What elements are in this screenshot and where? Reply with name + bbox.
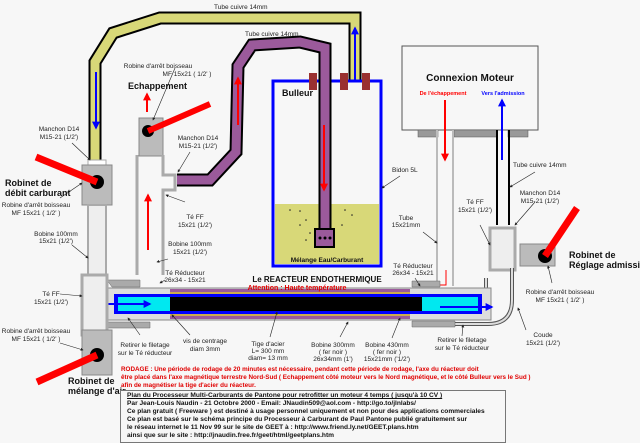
label-tube-right: Tube cuivre 14mm — [513, 162, 567, 169]
label-echappement: Echappement — [128, 81, 187, 91]
label-bobine-430-3: 15x21mm ('1/2') — [364, 356, 410, 363]
label-coude-spec: 15x21 (1/2') — [526, 340, 560, 347]
label-de-echappement: De l'échappement — [420, 91, 467, 97]
label-retirer-left: Retirer le filetage — [120, 342, 170, 349]
rodage-note-line-3: afin de magnétiser la tige d'acier du ré… — [121, 382, 256, 389]
label-robine-echap-spec: MF 15x21 ( 1/2' ) — [163, 71, 212, 78]
label-coude: Coude — [533, 332, 553, 339]
air-valve-handle[interactable] — [35, 351, 99, 386]
label-reacteur: Le REACTEUR ENDOTHERMIQUE — [252, 275, 382, 284]
label-vis-centrage-diam: diam 3mm — [190, 346, 220, 353]
exhaust-valve-body — [138, 117, 164, 157]
credits-geet-link[interactable]: le réseau internet le 11 Nov 99 sur le s… — [127, 424, 419, 432]
fuel-valve-handle[interactable] — [34, 153, 99, 186]
label-robine-echap: Robine d'arrêt boisseau — [124, 63, 193, 70]
label-bulleur: Bulleur — [282, 88, 314, 98]
label-manchon-left: Manchon D14 — [39, 126, 80, 133]
label-te-ff-left: Té FF — [42, 291, 59, 298]
label-tube-15x21: Tube — [399, 215, 414, 222]
label-manchon-right: Manchon D14 — [520, 190, 561, 197]
admission-valve-handle[interactable] — [542, 206, 580, 258]
label-te-ff-right-spec: 15x21 (1/2') — [458, 207, 492, 214]
credits-box: Plan du Processeur Multi-Carburants de P… — [120, 390, 506, 443]
te-ff-right — [488, 226, 517, 272]
label-retirer-right-2: sur le Té réducteur — [435, 345, 490, 352]
label-robine-air-spec: MF 15x21 ( 1/2' ) — [12, 336, 61, 343]
label-te-ff-left-spec: 15x21 (1/2') — [34, 299, 68, 306]
label-te-reducteur-right: Té Réducteur — [393, 263, 433, 270]
label-bobine-300-3: 26x34mm (1') — [313, 356, 353, 363]
label-tige-length: L= 300 mm — [252, 348, 285, 355]
label-robinet-debit-2: débit carburant — [5, 188, 71, 198]
te-ff-mid — [135, 155, 177, 275]
label-vis-centrage: vis de centrage — [183, 338, 227, 345]
label-robine-admission: Robine d'arrêt boisseau — [526, 289, 595, 296]
label-te-reducteur-right-spec: 26x34 - 15x21 — [392, 270, 434, 277]
label-robinet-air-2: mélange d'air — [68, 386, 126, 396]
steel-rod — [170, 297, 422, 311]
label-robinet-air: Robinet de — [68, 376, 115, 386]
credits-license: Ce plan gratuit ( Freeware ) est destiné… — [127, 408, 485, 416]
rodage-note-line-1: RODAGE : Une période de rodage de 20 min… — [121, 366, 480, 373]
label-connexion-moteur: Connexion Moteur — [426, 73, 514, 84]
flange — [362, 73, 370, 90]
label-manchon-mid-spec: M15-21 (1/2') — [179, 143, 217, 150]
label-attention: Attention : Haute température — [248, 285, 347, 292]
rodage-note-line-2: être placé dans l'axe magnétique terrest… — [121, 374, 531, 381]
label-robine-admission-spec: MF 15x21 ( 1/2' ) — [536, 297, 585, 304]
credits-site-link[interactable]: ainsi que sur le site : http://jnaudin.f… — [127, 432, 334, 440]
label-manchon-right-spec: M15-21 (1/2') — [521, 198, 559, 205]
label-melange: Mélange Eau/Carburant — [291, 257, 364, 264]
label-bobine-mid: Bobine 100mm — [168, 241, 212, 248]
label-robine-air: Robine d'arrêt boisseau — [2, 328, 71, 335]
label-bobine-left-spec: 15x21 (1/2') — [39, 238, 73, 245]
bobine-100mm-left — [87, 204, 107, 276]
label-robine-debit-spec: MF 15x21 ( 1/2' ) — [12, 210, 61, 217]
label-te-ff-mid: Té FF — [186, 214, 203, 221]
label-manchon-left-spec: M15-21 (1/2') — [40, 134, 78, 141]
credits-basis: Ce plan est basé sur le schéma principe … — [127, 416, 468, 424]
leader-lines — [59, 67, 553, 351]
label-robine-debit: Robine d'arrêt boisseau — [2, 202, 71, 209]
label-te-reducteur-left-spec: 26x34 - 15x21 — [164, 277, 206, 284]
label-robinet-admission: Robinet de — [569, 250, 616, 260]
label-vers-admission: Vers l'admission — [481, 91, 525, 97]
credits-title: Plan du Processeur Multi-Carburants de P… — [127, 392, 443, 399]
te-ff-left — [80, 273, 109, 337]
flange — [340, 73, 348, 90]
label-te-ff-right: Té FF — [466, 199, 483, 206]
label-bobine-mid-spec: 15x21 (1/2') — [173, 249, 207, 256]
te-reducteur-left — [106, 279, 141, 288]
label-bobine-300-2: ( fer noir ) — [319, 349, 347, 356]
label-retirer-left-2: sur le Té réducteur — [118, 350, 173, 357]
label-tube-purple: Tube cuivre 14mm — [245, 31, 299, 38]
label-bobine-430: Bobine 430mm — [365, 342, 409, 349]
credits-author[interactable]: Par Jean-Louis Naudin - 21 Octobre 2000 … — [127, 400, 416, 408]
te-reducteur-right — [411, 280, 441, 288]
label-tige: Tige d'acier — [251, 341, 285, 348]
bubbles — [289, 209, 353, 241]
label-robinet-debit: Robinet de — [5, 178, 52, 188]
label-te-reducteur-left: Té Réducteur — [165, 270, 205, 277]
label-te-ff-mid-spec: 15x21 (1/2') — [178, 222, 212, 229]
flange — [309, 73, 317, 90]
label-bobine-left: Bobine 100mm — [34, 231, 78, 238]
label-bobine-430-2: ( fer noir ) — [373, 349, 401, 356]
label-bobine-300: Bobine 300mm — [311, 342, 355, 349]
label-manchon-mid: Manchon D14 — [178, 135, 219, 142]
label-robinet-admission-2: Réglage admission — [569, 260, 640, 270]
label-tige-diam: diam= 13 mm — [248, 355, 288, 362]
label-retirer-right: Retirer le filetage — [437, 337, 487, 344]
engine-connection-box — [401, 45, 539, 131]
label-tube-top: Tube cuivre 14mm — [214, 4, 268, 11]
label-bidon: Bidon 5L — [392, 167, 418, 174]
label-tube-15x21-spec: 15x21mm — [392, 222, 421, 229]
exhaust-valve-handle[interactable] — [146, 101, 212, 134]
